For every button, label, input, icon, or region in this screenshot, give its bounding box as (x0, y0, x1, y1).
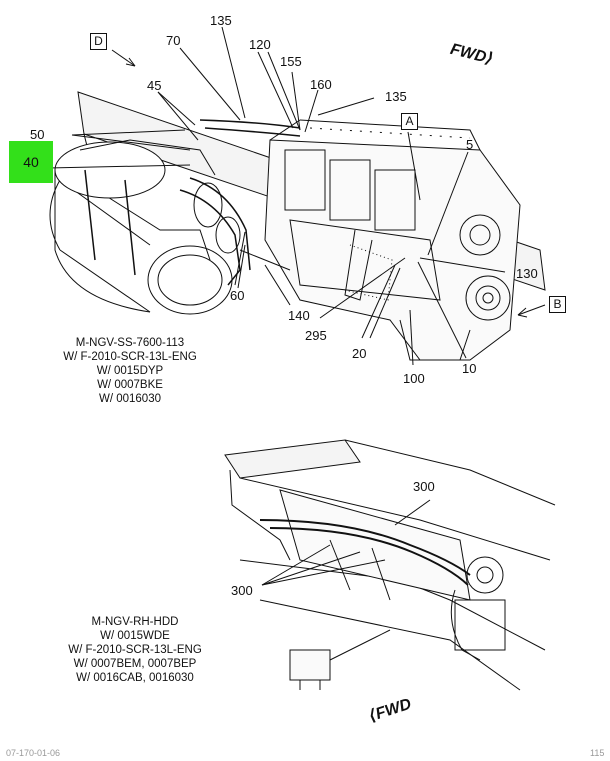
caption-bottom-line: W/ 0015WDE (100, 630, 170, 642)
caption-top-line: W/ F-2010-SCR-13L-ENG (63, 351, 197, 363)
callout-5: 5 (466, 137, 474, 152)
callout-70: 70 (166, 33, 181, 48)
footer-page-number: 115 (590, 748, 605, 758)
callout-300-upper: 300 (413, 479, 435, 494)
callout-100: 100 (403, 371, 425, 386)
callout-20: 20 (352, 346, 367, 361)
caption-top: M-NGV-SS-7600-113 W/ F-2010-SCR-13L-ENG … (50, 336, 210, 406)
caption-bottom: M-NGV-RH-HDD W/ 0015WDE W/ F-2010-SCR-13… (55, 615, 215, 685)
callout-45: 45 (147, 78, 162, 93)
callout-160: 160 (310, 77, 332, 92)
caption-bottom-line: M-NGV-RH-HDD (91, 616, 179, 628)
callout-10: 10 (462, 361, 477, 376)
view-label-a: A (401, 113, 418, 130)
callout-300-lower: 300 (231, 583, 253, 598)
callout-155: 155 (280, 54, 302, 69)
caption-bottom-line: W/ 0016CAB, 0016030 (76, 672, 194, 684)
caption-top-line: M-NGV-SS-7600-113 (75, 337, 185, 349)
callout-295: 295 (305, 328, 327, 343)
callout-140: 140 (288, 308, 310, 323)
footer-doc-number: 07-170-01-06 (6, 748, 61, 758)
view-label-b: B (549, 296, 566, 313)
caption-top-line: W/ 0016030 (98, 393, 161, 405)
caption-bottom-line: W/ F-2010-SCR-13L-ENG (68, 644, 202, 656)
highlighted-callout-40: 40 (9, 141, 53, 183)
view-label-d: D (90, 33, 107, 50)
callout-135-right: 135 (385, 89, 407, 104)
callout-60: 60 (230, 288, 245, 303)
callout-130: 130 (516, 266, 538, 281)
caption-top-line: W/ 0007BKE (97, 379, 163, 391)
caption-top-line: W/ 0015DYP (96, 365, 164, 377)
callout-50: 50 (30, 127, 45, 142)
caption-bottom-line: W/ 0007BEM, 0007BEP (73, 658, 197, 670)
callout-120: 120 (249, 37, 271, 52)
callout-135-top: 135 (210, 13, 232, 28)
